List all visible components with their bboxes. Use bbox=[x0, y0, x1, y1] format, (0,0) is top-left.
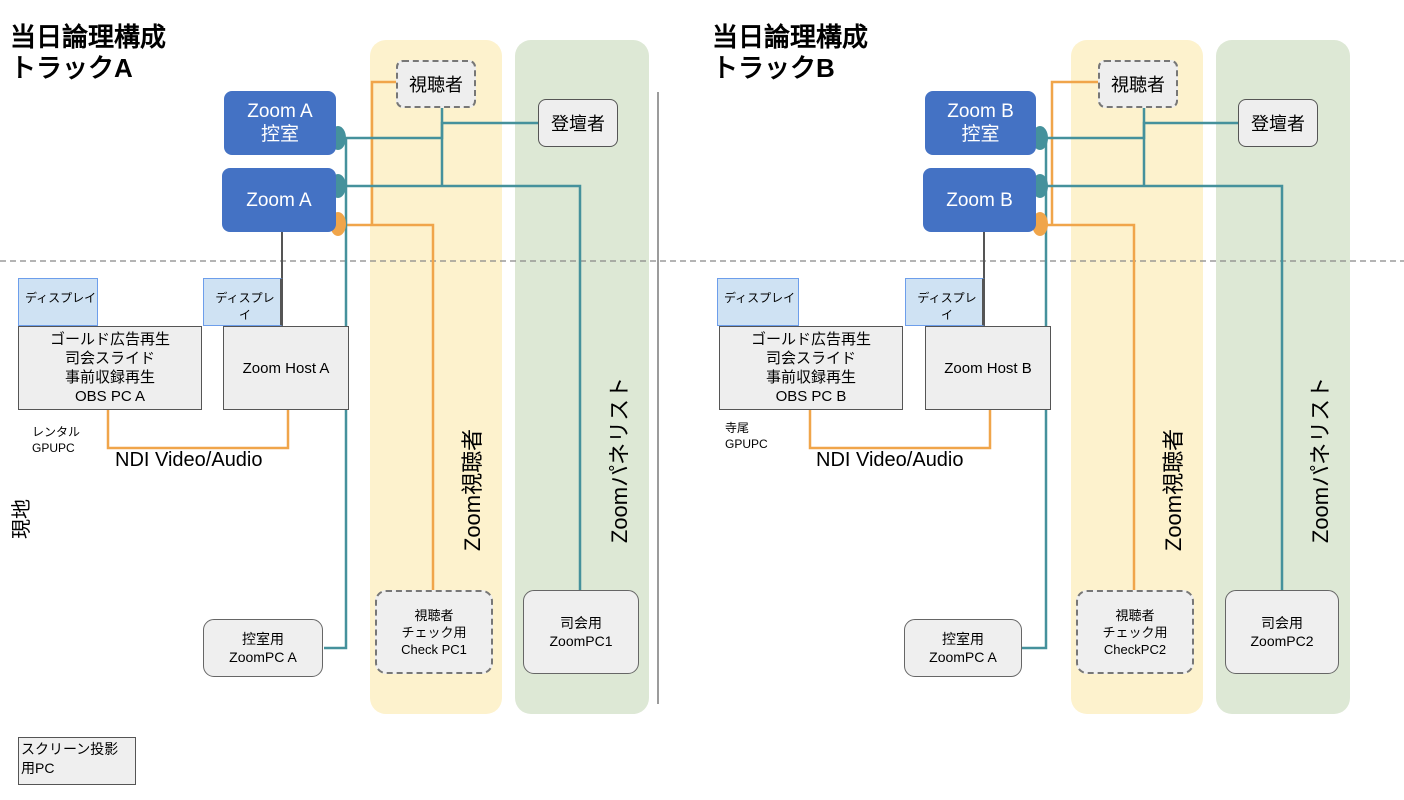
node-line: 用PC bbox=[21, 760, 55, 776]
teal-port-icon bbox=[1032, 126, 1048, 150]
viewer-check-pc-node: 視聴者 チェック用 CheckPC2 bbox=[1076, 590, 1194, 674]
node-line: OBS PC A bbox=[74, 388, 146, 405]
ndi-orange-line bbox=[808, 410, 992, 450]
node-line: 視聴者 bbox=[414, 607, 454, 623]
title-line: トラックA bbox=[10, 53, 133, 83]
speaker-node: 登壇者 bbox=[538, 99, 618, 147]
viewer-orange-line bbox=[1050, 80, 1098, 224]
node-line: ディスプレイ bbox=[917, 291, 977, 322]
gpu-note: 寺尾 GPUPC bbox=[725, 420, 768, 452]
node-line: ZoomPC A bbox=[229, 649, 297, 665]
node-line: ZoomPC1 bbox=[549, 633, 613, 649]
node-line: スクリーン投影 bbox=[21, 741, 119, 757]
node-line: 登壇者 bbox=[551, 114, 605, 134]
node-line: Check PC1 bbox=[401, 641, 467, 657]
track-a-title: 当日論理構成 トラックA bbox=[10, 22, 166, 84]
node-line: OBS PC B bbox=[775, 388, 847, 405]
node-line: 司会スライド bbox=[765, 350, 856, 367]
node-line: ディスプレイ bbox=[724, 291, 796, 305]
note-line: レンタル bbox=[32, 425, 81, 439]
node-line: ディスプレイ bbox=[25, 291, 97, 305]
waiting-room-pc-node: 控室用 ZoomPC A bbox=[904, 619, 1022, 677]
title-line: トラックB bbox=[712, 53, 835, 83]
speaker-node: 登壇者 bbox=[1238, 99, 1318, 147]
display-node: ディスプレイ bbox=[905, 278, 985, 326]
node-line: Zoom A bbox=[247, 101, 313, 122]
node-line: CheckPC2 bbox=[1103, 641, 1167, 657]
node-line: 司会用 bbox=[1261, 615, 1303, 631]
node-line: ゴールド広告再生 bbox=[49, 331, 170, 348]
obs-pc-node: ゴールド広告再生 司会スライド 事前収録再生 OBS PC B bbox=[719, 326, 903, 410]
ndi-label: NDI Video/Audio bbox=[115, 449, 263, 471]
node-line: 視聴者 bbox=[1115, 607, 1155, 623]
display-node: ディスプレイ bbox=[18, 278, 98, 326]
screen-projection-pc: スクリーン投影 用PC bbox=[18, 737, 136, 785]
node-line: 司会スライド bbox=[64, 350, 155, 367]
zoom-host-node: Zoom Host B bbox=[925, 326, 1051, 410]
zoom-host-node: Zoom Host A bbox=[223, 326, 349, 410]
main-teal-line bbox=[340, 184, 582, 590]
node-line: Zoom A bbox=[246, 189, 312, 211]
gpu-note: レンタル GPUPC bbox=[32, 424, 80, 456]
track-b-title: 当日論理構成 トラックB bbox=[712, 22, 868, 84]
node-line: Zoom B bbox=[946, 189, 1013, 211]
mc-pc-node: 司会用 ZoomPC1 bbox=[523, 590, 639, 674]
title-line: 当日論理構成 bbox=[10, 22, 167, 52]
node-line: 控室用 bbox=[942, 631, 984, 647]
node-line: ディスプレイ bbox=[215, 291, 275, 322]
waiting-pc-teal-line bbox=[324, 138, 348, 650]
waiting-teal-line bbox=[340, 121, 538, 140]
check-pc-orange-line bbox=[340, 223, 435, 590]
onsite-label: 現地 bbox=[11, 499, 33, 539]
check-pc-orange-line bbox=[1040, 223, 1136, 590]
node-line: 司会用 bbox=[560, 615, 602, 631]
node-line: ZoomPC2 bbox=[1250, 633, 1314, 649]
waiting-pc-teal-line bbox=[1022, 138, 1048, 650]
zoom-main-node: Zoom A bbox=[222, 168, 336, 232]
node-line: Zoom Host B bbox=[944, 359, 1032, 377]
node-line: ゴールド広告再生 bbox=[750, 331, 871, 348]
waiting-room-pc-node: 控室用 ZoomPC A bbox=[203, 619, 323, 677]
node-line: 事前収録再生 bbox=[64, 369, 155, 386]
node-line: ZoomPC A bbox=[929, 649, 997, 665]
zoom-waiting-room-node: Zoom B 控室 bbox=[925, 91, 1036, 155]
node-line: 控室 bbox=[260, 124, 299, 145]
display-node: ディスプレイ bbox=[203, 278, 283, 326]
waiting-teal-line bbox=[1040, 121, 1238, 140]
node-line: Zoom Host A bbox=[242, 359, 330, 377]
title-line: 当日論理構成 bbox=[712, 22, 869, 52]
viewer-orange-line bbox=[370, 80, 400, 224]
main-teal-line bbox=[1040, 184, 1284, 590]
mc-pc-node: 司会用 ZoomPC2 bbox=[1225, 590, 1339, 674]
track-b-lines bbox=[808, 80, 1284, 650]
ndi-label: NDI Video/Audio bbox=[816, 449, 964, 471]
node-line: 登壇者 bbox=[1251, 114, 1305, 134]
note-line: GPUPC bbox=[32, 441, 75, 455]
node-line: Zoom B bbox=[947, 101, 1014, 122]
node-line: 控室用 bbox=[242, 631, 284, 647]
node-line: 視聴者 bbox=[1111, 75, 1165, 95]
node-line: チェック用 bbox=[1102, 624, 1168, 640]
viewer-node: 視聴者 bbox=[1098, 60, 1178, 108]
obs-pc-node: ゴールド広告再生 司会スライド 事前収録再生 OBS PC A bbox=[18, 326, 202, 410]
note-line: 寺尾 bbox=[725, 421, 750, 435]
note-line: GPUPC bbox=[725, 437, 768, 451]
node-line: チェック用 bbox=[401, 624, 467, 640]
zoom-main-node: Zoom B bbox=[923, 168, 1036, 232]
viewer-node: 視聴者 bbox=[396, 60, 476, 108]
teal-port-icon bbox=[1032, 174, 1048, 198]
viewer-check-pc-node: 視聴者 チェック用 Check PC1 bbox=[375, 590, 493, 674]
node-line: 視聴者 bbox=[409, 75, 463, 95]
node-line: 控室 bbox=[961, 124, 1000, 145]
zoom-waiting-room-node: Zoom A 控室 bbox=[224, 91, 336, 155]
display-node: ディスプレイ bbox=[717, 278, 799, 326]
node-line: 事前収録再生 bbox=[765, 369, 856, 386]
ndi-orange-line bbox=[106, 410, 290, 450]
orange-port-icon bbox=[1032, 212, 1048, 236]
